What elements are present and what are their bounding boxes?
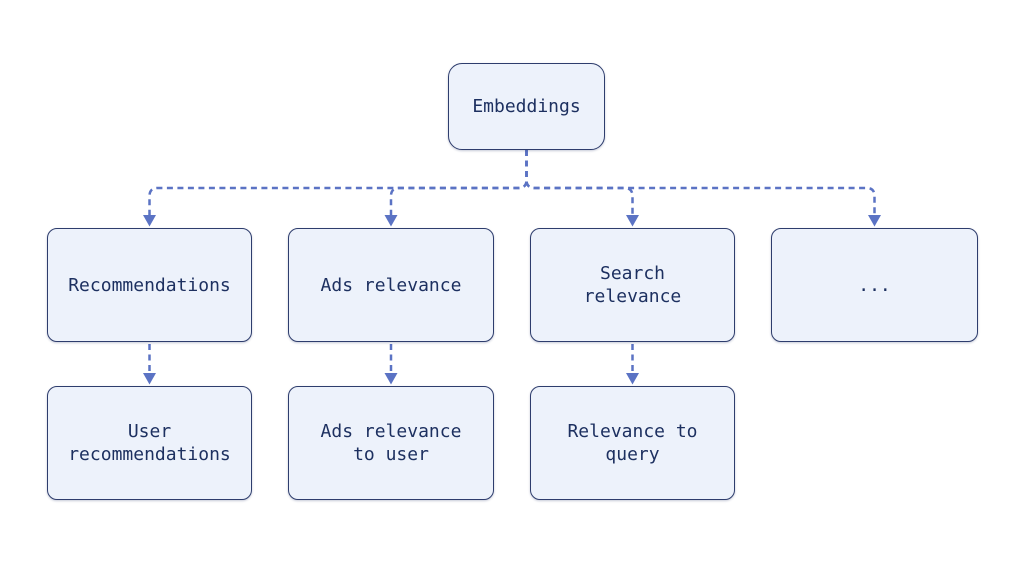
arrowhead-relevance-to-query xyxy=(626,373,639,385)
arrowhead-ads-relevance-to-user xyxy=(384,373,398,385)
node-embeddings: Embeddings xyxy=(448,63,605,150)
edge-embeddings-to-ellipsis xyxy=(525,150,876,216)
node-relevance-to-query-label: Relevance to query xyxy=(567,421,698,465)
edge-embeddings-to-ads-relevance xyxy=(389,150,528,216)
node-embeddings-label: Embeddings xyxy=(472,96,581,117)
node-ellipsis-label: ... xyxy=(858,274,891,296)
node-ads-relevance-label: Ads relevance xyxy=(320,274,462,296)
node-user-recommendations-label: User recommendations xyxy=(68,421,231,465)
arrowhead-search-relevance xyxy=(626,215,639,227)
node-user-recommendations: User recommendations xyxy=(47,386,252,500)
node-search-relevance: Search relevance xyxy=(530,228,735,342)
arrowhead-recommendations xyxy=(143,215,156,227)
node-recommendations: Recommendations xyxy=(47,228,252,342)
node-ads-relevance-to-user-label: Ads relevance to user xyxy=(320,421,462,465)
edge-embeddings-to-recommendations xyxy=(148,150,528,216)
node-ellipsis: ... xyxy=(771,228,978,342)
node-ads-relevance-to-user: Ads relevance to user xyxy=(288,386,494,500)
arrowhead-user-recommendations xyxy=(143,373,156,385)
arrowhead-ads-relevance xyxy=(384,215,398,227)
node-search-relevance-label: Search relevance xyxy=(583,263,682,307)
node-relevance-to-query: Relevance to query xyxy=(530,386,735,500)
node-ads-relevance: Ads relevance xyxy=(288,228,494,342)
node-recommendations-label: Recommendations xyxy=(68,274,231,296)
arrowhead-ellipsis xyxy=(868,215,881,227)
edge-embeddings-to-search-relevance xyxy=(525,150,634,216)
